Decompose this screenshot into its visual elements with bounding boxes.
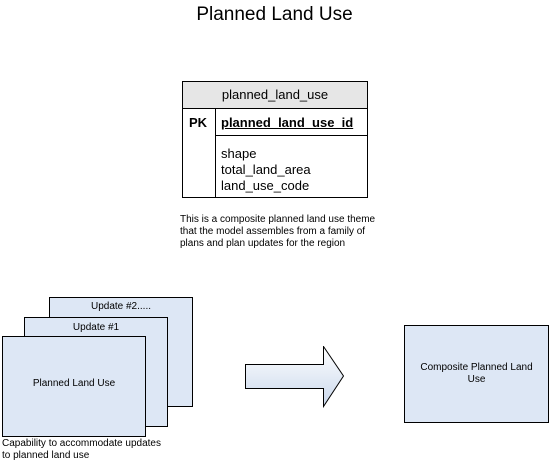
attribute-land-use-code: land_use_code bbox=[221, 178, 310, 193]
pk-field: planned_land_use_id bbox=[221, 115, 354, 130]
pk-label: PK bbox=[189, 115, 208, 130]
document-update-1-label: Update #1 bbox=[72, 322, 120, 333]
right-arrow-icon bbox=[245, 346, 345, 408]
entity-table: planned_land_use PK planned_land_use_id … bbox=[182, 81, 368, 198]
composite-box: Composite Planned Land Use bbox=[404, 325, 549, 423]
entity-divider bbox=[215, 135, 367, 136]
document-planned-land-use-label: Planned Land Use bbox=[32, 378, 116, 389]
document-planned-land-use: Planned Land Use bbox=[2, 336, 146, 437]
updates-caption: Capability to accommodate updates to pla… bbox=[2, 438, 161, 461]
entity-name: planned_land_use bbox=[183, 82, 367, 109]
entity-attributes: shape total_land_area land_use_code bbox=[221, 146, 311, 194]
diagram-title: Planned Land Use bbox=[196, 4, 353, 25]
entity-note: This is a composite planned land use the… bbox=[180, 214, 376, 249]
attribute-shape: shape bbox=[221, 146, 257, 161]
composite-label: Composite Planned Land Use bbox=[420, 362, 533, 385]
pk-column bbox=[183, 109, 216, 197]
attribute-total-land-area: total_land_area bbox=[221, 162, 311, 177]
document-update-2-label: Update #2..... bbox=[90, 301, 152, 312]
